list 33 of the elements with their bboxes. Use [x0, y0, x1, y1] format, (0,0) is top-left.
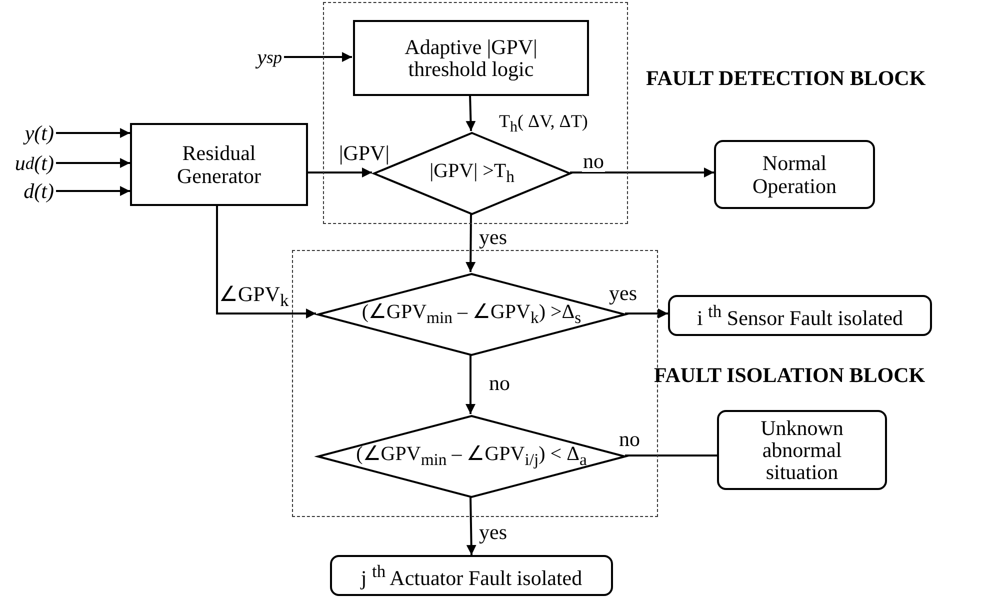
edge-label: |GPV| [338, 142, 390, 164]
node-label: (∠GPV$_{min}$ – ∠GPV$_{i/j}$) < Δ$_{a}$ [356, 444, 587, 469]
node-label: |GPV| >T$_{h}$ [430, 161, 514, 186]
terminal-box [330, 555, 613, 596]
node-label: (∠GPV$_{min}$ – ∠GPV$_{k}$) >Δ$_{s}$ [362, 302, 582, 327]
arrow [56, 186, 130, 196]
node-label: i $^{th}$ Sensor Fault isolated [696, 302, 904, 330]
connector-line [625, 454, 717, 456]
arrow [466, 214, 476, 272]
node-label: Unknown abnormal situation [760, 416, 844, 484]
terminal-box [717, 410, 887, 490]
arrow [56, 158, 130, 168]
node-label: Residual Generator [176, 142, 262, 187]
process-box [130, 123, 308, 206]
node-label: Adaptive |GPV| threshold logic [404, 36, 538, 80]
node-label: Normal Operation [752, 152, 838, 197]
process-box [353, 20, 589, 96]
arrow [625, 308, 668, 318]
arrow [466, 496, 476, 556]
terminal-box [714, 140, 875, 209]
terminal-box [668, 295, 932, 336]
arrow [308, 168, 372, 178]
signal-label: d(t) [14, 176, 54, 206]
arrow [56, 128, 130, 138]
signal-label: y(t) [14, 118, 54, 148]
arrow [466, 94, 476, 132]
arrow [466, 355, 476, 414]
block-heading: FAULT DETECTION BLOCK [646, 66, 926, 91]
arrow [284, 52, 352, 62]
block-heading: FAULT ISOLATION BLOCK [654, 363, 926, 388]
node-label: j $^{th}$ Actuator Fault isolated [360, 562, 582, 590]
arrow [216, 206, 316, 318]
arrow [570, 168, 714, 178]
